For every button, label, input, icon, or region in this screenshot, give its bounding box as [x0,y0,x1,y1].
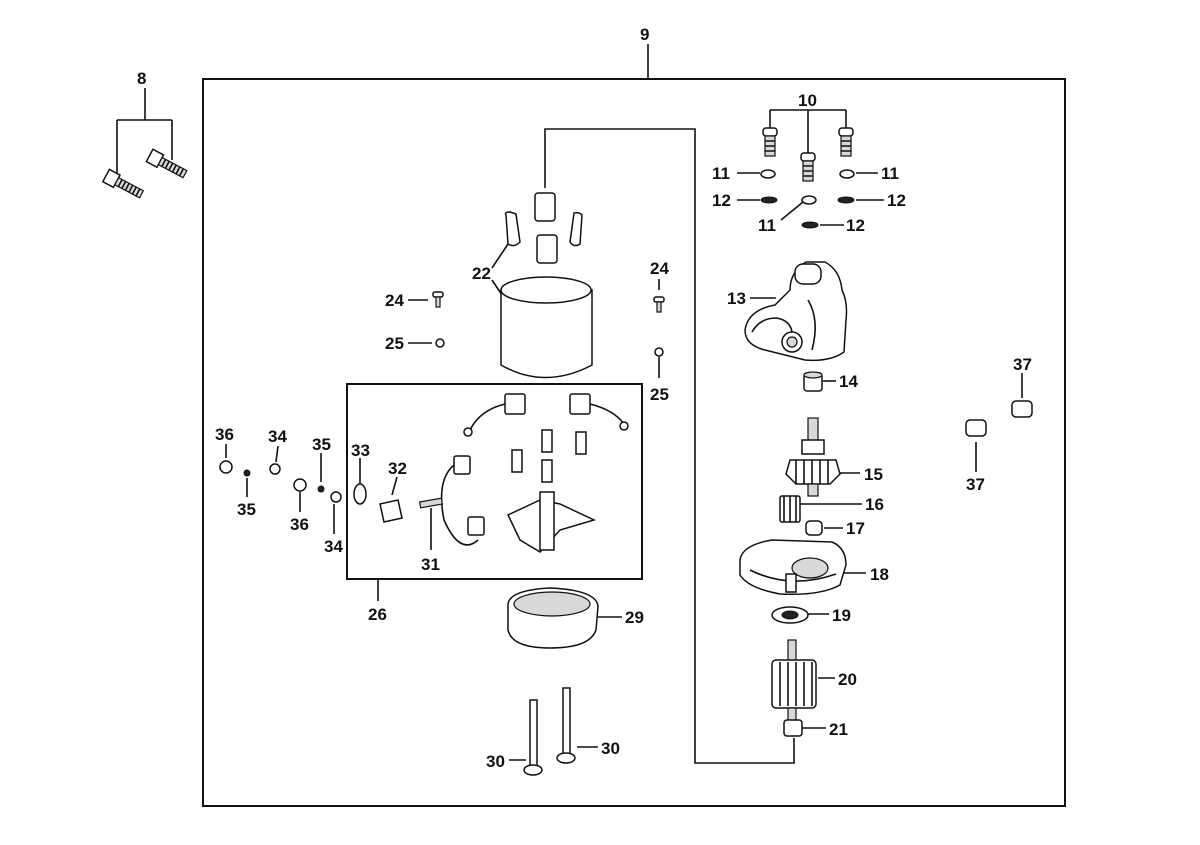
callout-25: 25 [650,385,669,404]
bushing-21 [783,719,803,737]
callout-36: 36 [290,515,309,534]
callout-12: 12 [712,191,731,210]
bushings-37 [965,400,1033,437]
pinion-16 [779,495,801,523]
callout-13: 13 [727,289,746,308]
callout-25: 25 [385,334,404,353]
callout-34: 34 [268,427,287,446]
callout-32: 32 [388,459,407,478]
callout-18: 18 [870,565,889,584]
callout-labels: 8 9 10 11 11 11 12 12 12 13 14 15 16 17 … [137,25,1032,771]
assembly-frame [202,78,1066,807]
callout-34: 34 [324,537,343,556]
housing-22 [500,276,593,379]
callout-10: 10 [798,91,817,110]
callout-12: 12 [887,191,906,210]
callout-26: 26 [368,605,387,624]
magnets-22 [504,192,583,264]
callout-24: 24 [385,291,404,310]
armature-20 [771,639,817,723]
washers-11-12 [760,169,855,229]
bolts-8 [101,148,188,199]
brush-holder-subframe [346,383,643,580]
callout-15: 15 [864,465,883,484]
screws-10 [762,127,854,182]
callout-29: 29 [625,608,644,627]
callout-35: 35 [312,435,331,454]
bushing-14 [803,371,823,392]
callout-16: 16 [865,495,884,514]
callout-30: 30 [486,752,505,771]
gear-housing-18 [739,539,847,596]
callout-12: 12 [846,216,865,235]
callout-11: 11 [881,164,899,183]
callout-21: 21 [829,720,848,739]
end-cap-29 [507,587,599,649]
callout-9: 9 [640,25,649,44]
bushing-17 [805,520,823,536]
callout-11: 11 [712,164,730,183]
end-cover-13 [744,261,848,362]
gear-assembly-15 [785,417,841,497]
callout-8: 8 [137,69,146,88]
callout-14: 14 [839,372,858,391]
callout-11: 11 [758,216,776,235]
callout-19: 19 [832,606,851,625]
through-bolts-30 [523,687,576,776]
callout-17: 17 [846,519,865,538]
terminal-parts-31-36 [219,460,444,523]
callout-22: 22 [472,264,491,283]
callout-31: 31 [421,555,440,574]
callout-37: 37 [1013,355,1032,374]
callout-35: 35 [237,500,256,519]
callout-37: 37 [966,475,985,494]
callout-24: 24 [650,259,669,278]
bearing-19 [771,606,809,624]
brush-assembly-26 [440,393,629,553]
screws-24-washers-25 [432,291,665,357]
callout-20: 20 [838,670,857,689]
leader-lines [116,44,1023,764]
callout-36: 36 [215,425,234,444]
callout-30: 30 [601,739,620,758]
callout-33: 33 [351,441,370,460]
